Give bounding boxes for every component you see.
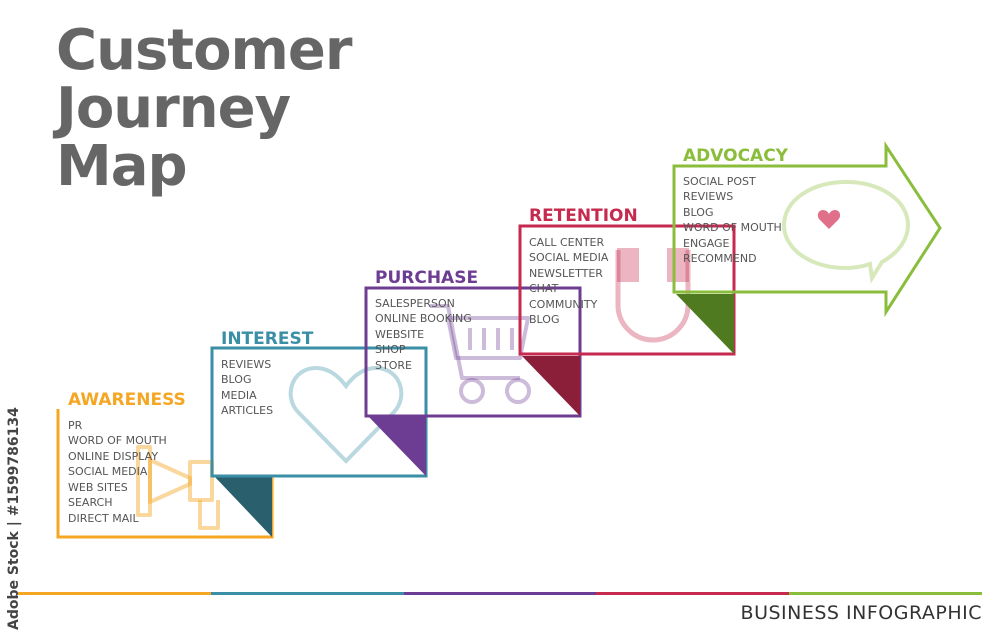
stage-item: DIRECT MAIL bbox=[68, 512, 139, 525]
stage-item: SOCIAL MEDIA bbox=[529, 251, 609, 264]
stage-item: CALL CENTER bbox=[529, 236, 604, 249]
stage-frame-purchase bbox=[364, 286, 582, 418]
stage-item: REVIEWS bbox=[221, 358, 271, 371]
stage-item: BLOG bbox=[683, 206, 713, 219]
stage-interest: INTEREST REVIEWS BLOG MEDIA ARTICLES bbox=[210, 329, 428, 478]
stage-title-retention: RETENTION bbox=[529, 206, 638, 226]
stage-item: ONLINE BOOKING bbox=[375, 312, 472, 325]
stage-item: WEB SITES bbox=[68, 481, 128, 494]
stage-frame-advocacy bbox=[672, 140, 942, 318]
stage-item: STORE bbox=[375, 359, 412, 372]
stage-retention: RETENTION CALL CENTER SOCIAL MEDIA NEWSL… bbox=[518, 206, 736, 356]
title-line-3: Map bbox=[56, 134, 188, 199]
page-title: Customer Journey Map bbox=[56, 22, 352, 196]
stage-item: SOCIAL MEDIA bbox=[68, 465, 148, 478]
stage-title-interest: INTEREST bbox=[221, 329, 314, 349]
stage-fold-awareness bbox=[214, 476, 272, 537]
footer-caption: BUSINESS INFOGRAPHIC bbox=[740, 602, 982, 624]
color-divider bbox=[18, 592, 982, 595]
stage-fold-retention bbox=[676, 294, 734, 354]
heart-icon bbox=[288, 365, 404, 464]
megaphone-icon bbox=[136, 445, 220, 530]
title-line-2: Journey bbox=[56, 76, 291, 141]
stock-watermark: Adobe Stock | #1599786134 bbox=[6, 407, 22, 630]
stage-title-advocacy: ADVOCACY bbox=[683, 146, 789, 166]
stage-item: WEBSITE bbox=[375, 328, 424, 341]
stage-item: ENGAGE bbox=[683, 237, 730, 250]
stage-item: SALESPERSON bbox=[375, 297, 455, 310]
stage-item: MEDIA bbox=[221, 389, 257, 402]
stage-item: WORD OF MOUTH bbox=[683, 221, 782, 234]
magnet-icon bbox=[615, 248, 691, 343]
speech-bubble-heart-icon bbox=[781, 179, 911, 284]
stage-purchase: PURCHASE SALESPERSON ONLINE BOOKING WEBS… bbox=[364, 268, 582, 418]
stage-item: WORD OF MOUTH bbox=[68, 434, 167, 447]
stage-item: RECOMMEND bbox=[683, 252, 757, 265]
divider-segment bbox=[596, 592, 790, 595]
stage-title-purchase: PURCHASE bbox=[375, 268, 478, 288]
stage-item: BLOG bbox=[529, 313, 559, 326]
divider-segment bbox=[210, 592, 404, 595]
stage-frame-interest bbox=[210, 346, 428, 478]
stage-item: COMMUNITY bbox=[529, 298, 598, 311]
shopping-cart-icon bbox=[430, 304, 531, 404]
stage-item: BLOG bbox=[221, 373, 251, 386]
title-line-1: Customer bbox=[56, 18, 352, 83]
stage-item: ARTICLES bbox=[221, 404, 273, 417]
stage-item: PR bbox=[68, 419, 83, 432]
stage-awareness: AWARENESS PR WORD OF MOUTH ONLINE DISPLA… bbox=[56, 390, 274, 539]
stage-item: REVIEWS bbox=[683, 190, 733, 203]
divider-segment bbox=[403, 592, 597, 595]
stage-item: CHAT bbox=[529, 282, 559, 295]
stage-item: SHOP bbox=[375, 343, 406, 356]
divider-segment bbox=[18, 592, 211, 595]
stage-item: ONLINE DISPLAY bbox=[68, 450, 158, 463]
stage-frame-retention bbox=[518, 224, 736, 356]
stage-advocacy: ADVOCACY SOCIAL POST REVIEWS BLOG WORD O… bbox=[672, 140, 942, 318]
stage-item: SEARCH bbox=[68, 496, 113, 509]
stage-item: NEWSLETTER bbox=[529, 267, 603, 280]
stage-title-awareness: AWARENESS bbox=[68, 390, 186, 410]
stage-fold-interest bbox=[368, 416, 426, 476]
stage-fold-purchase bbox=[522, 356, 580, 416]
divider-segment bbox=[789, 592, 982, 595]
stage-item: SOCIAL POST bbox=[683, 175, 756, 188]
